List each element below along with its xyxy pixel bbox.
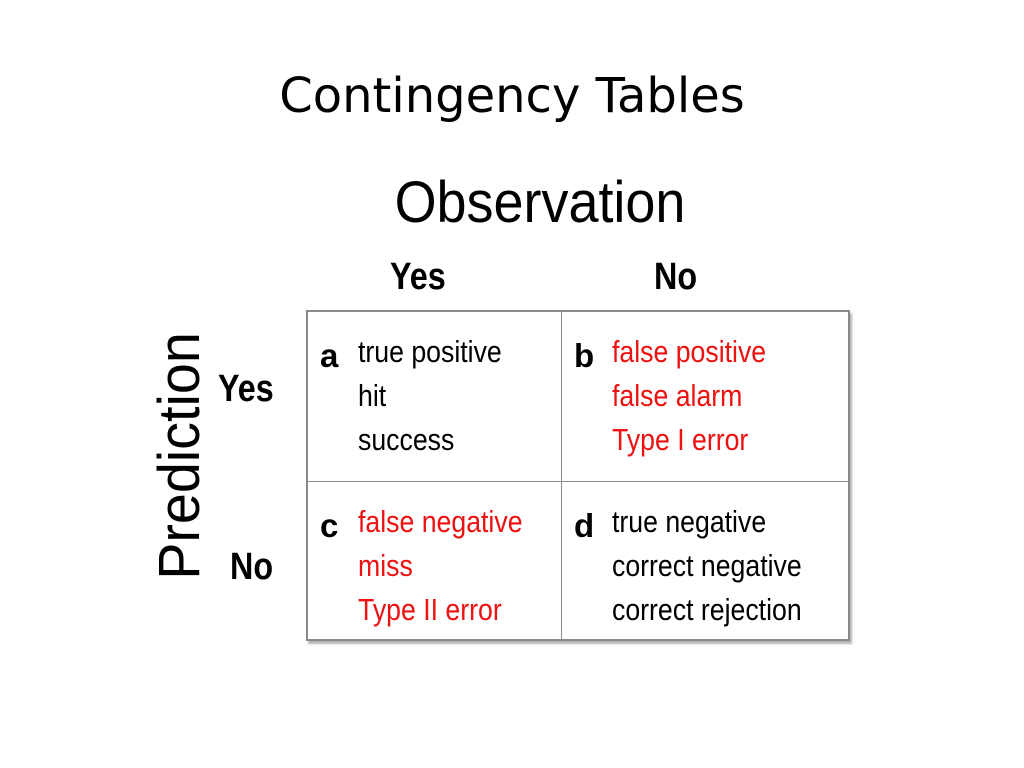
cell-letter: c	[320, 507, 339, 544]
cell-term: success	[358, 422, 455, 457]
cell-a: a true positive hit success	[308, 312, 562, 482]
cell-term: correct rejection	[612, 592, 802, 627]
column-header-no: No	[654, 256, 698, 298]
cell-term: true positive	[358, 334, 502, 369]
cell-term: hit	[358, 378, 387, 413]
cell-term: Type II error	[358, 592, 502, 627]
slide-title: Contingency Tables	[279, 68, 745, 124]
row-header-yes: Yes	[218, 368, 274, 410]
cell-c: c false negative miss Type II error	[308, 482, 562, 639]
cell-d: d true negative correct negative correct…	[562, 482, 848, 639]
cell-letter: b	[574, 337, 595, 374]
column-header-yes: Yes	[390, 256, 446, 298]
cell-terms: false positive false alarm Type I error	[612, 330, 791, 462]
row-header-no: No	[230, 546, 274, 588]
cell-letter: a	[320, 337, 339, 374]
cell-terms: false negative miss Type II error	[358, 500, 549, 632]
cell-term: false alarm	[612, 378, 743, 413]
cell-term: miss	[358, 548, 413, 583]
cell-term: false positive	[612, 334, 767, 369]
observation-axis-label: Observation	[394, 170, 686, 235]
contingency-table: a true positive hit success b false posi…	[306, 310, 850, 641]
cell-term: false negative	[358, 504, 523, 539]
prediction-axis-label: Prediction	[147, 332, 212, 580]
cell-term: true negative	[612, 504, 767, 539]
cell-letter: d	[574, 507, 595, 544]
cell-term: correct negative	[612, 548, 802, 583]
cell-term: Type I error	[612, 422, 749, 457]
cell-terms: true negative correct negative correct r…	[612, 500, 833, 632]
cell-b: b false positive false alarm Type I erro…	[562, 312, 848, 482]
cell-terms: true positive hit success	[358, 330, 525, 462]
